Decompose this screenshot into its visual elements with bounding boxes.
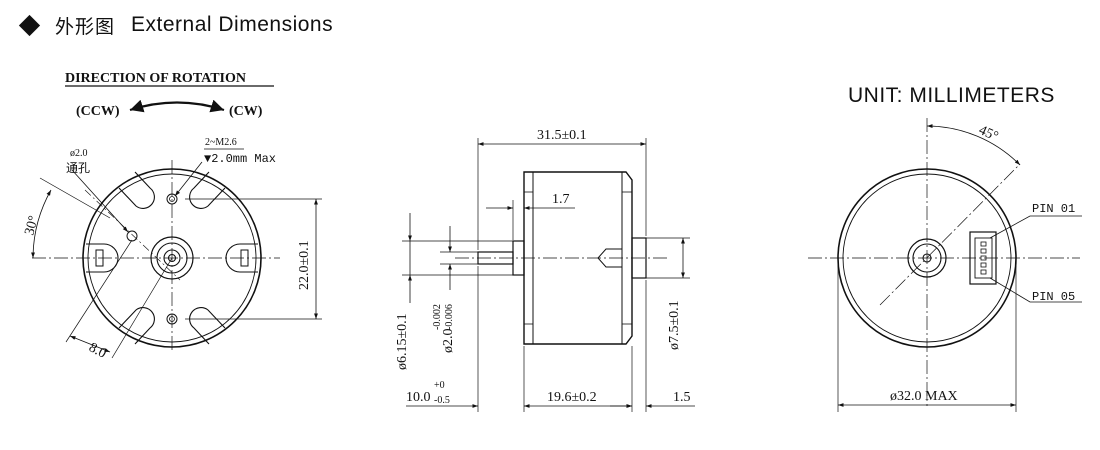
ext-8 — [111, 257, 173, 359]
rotation-ccw: (CCW) — [76, 104, 120, 119]
front-lobe — [189, 307, 226, 345]
rear-connector — [969, 231, 997, 285]
front-screw-hole — [166, 193, 178, 205]
front-hub — [163, 249, 181, 267]
leader-pin-01 — [989, 215, 1082, 239]
rear-labels: 45° PIN 01 PIN 05 ø32.0 MAX — [890, 123, 1075, 404]
label-length-31-5: 31.5±0.1 — [537, 128, 587, 143]
label-shaft-len: 10.0 — [406, 390, 431, 405]
rear-view — [808, 118, 1082, 412]
rear-connector-pin — [980, 262, 987, 268]
front-labels: ø2.0 通孔 2~M2.6 ▼2.0mm Max 30° 8.0 22.0±0… — [22, 137, 312, 362]
label-angle-45: 45° — [976, 123, 1000, 145]
label-diameter-32: ø32.0 MAX — [890, 389, 958, 404]
label-shaft-tol-lower: -0.006 — [444, 304, 455, 330]
label-body-len: 19.6±0.2 — [547, 390, 597, 405]
label-screw: 2~M2.6 — [205, 137, 237, 148]
rear-connector-pin — [980, 241, 987, 247]
angle-arc-45 — [926, 124, 1021, 166]
front-outer-circle — [82, 168, 262, 348]
label-angle-30: 30° — [22, 214, 42, 237]
side-labels: 31.5±0.1 1.7 ø6.15±0.1 ø2.0 -0.002 -0.00… — [395, 128, 691, 406]
label-shaft-len-tol-lower: -0.5 — [434, 395, 450, 406]
front-screw-hole — [169, 316, 175, 322]
front-through-hole — [126, 230, 138, 242]
label-shaft-tol-upper: -0.002 — [432, 304, 443, 330]
unit-label: UNIT: MILLIMETERS — [848, 84, 1055, 107]
rear-connector-pin — [980, 255, 987, 261]
rear-hub — [907, 238, 947, 278]
rotation-title: DIRECTION OF ROTATION — [65, 71, 246, 86]
front-hub — [150, 236, 194, 280]
side-rear-boss — [631, 237, 647, 279]
ext-8 — [65, 239, 133, 343]
front-lobe — [118, 307, 155, 345]
angle-arc-30 — [31, 189, 52, 259]
rear-shaft — [922, 253, 932, 263]
front-lobe — [189, 171, 226, 209]
title-chinese: 外形图 — [55, 15, 116, 38]
front-shaft — [167, 253, 177, 263]
rear-hub — [912, 243, 942, 273]
front-screw-hole — [169, 196, 175, 202]
label-shaft-dia: ø2.0 — [441, 329, 456, 354]
front-lobe — [118, 171, 155, 209]
rear-outer-circle — [837, 168, 1017, 348]
label-through-hole: 通孔 — [66, 161, 90, 175]
front-view — [31, 160, 322, 359]
front-inner-ring — [87, 173, 257, 343]
front-through-hole-axis — [84, 189, 181, 281]
title-english: External Dimensions — [131, 13, 334, 36]
header: 外形图 External Dimensions — [14, 8, 333, 42]
label-rear-boss-dia: ø7.5±0.1 — [667, 300, 682, 350]
label-step-1-7: 1.7 — [552, 192, 570, 207]
leader-pin-05 — [989, 277, 1082, 303]
front-side-pad — [86, 243, 119, 273]
front-side-pad — [225, 243, 258, 273]
rotation-cw: (CW) — [229, 104, 263, 119]
dim-8-line — [69, 335, 111, 353]
label-rear-len: 1.5 — [673, 390, 691, 405]
label-hole-dia: ø2.0 — [70, 148, 88, 159]
rear-angle-axis — [879, 163, 1021, 306]
label-boss-dia: ø6.15±0.1 — [395, 313, 410, 370]
side-rear-notch — [597, 248, 622, 268]
leader-hole — [71, 169, 129, 233]
side-shaft — [477, 251, 514, 265]
side-body — [523, 171, 633, 345]
rear-inner-ring — [842, 173, 1012, 343]
front-screw-hole — [166, 313, 178, 325]
front-side-slot — [95, 249, 104, 267]
label-screw-depth: ▼2.0mm Max — [204, 152, 276, 166]
leader-screw — [174, 161, 203, 197]
side-view — [402, 138, 695, 412]
angle-extension — [39, 177, 111, 219]
label-shaft-len-tol-upper: +0 — [434, 380, 445, 391]
label-pin-05: PIN 05 — [1032, 290, 1075, 304]
label-offset-8: 8.0 — [86, 340, 108, 361]
rotation-arrow-icon — [129, 99, 225, 113]
rotation-block: DIRECTION OF ROTATION (CCW) (CW) — [65, 71, 274, 119]
rear-connector-inner — [974, 237, 993, 279]
label-height-22: 22.0±0.1 — [297, 240, 312, 290]
front-side-slot — [240, 249, 249, 267]
label-pin-01: PIN 01 — [1032, 202, 1075, 216]
rear-connector-pin — [980, 269, 987, 275]
rear-connector-pin — [980, 248, 987, 254]
